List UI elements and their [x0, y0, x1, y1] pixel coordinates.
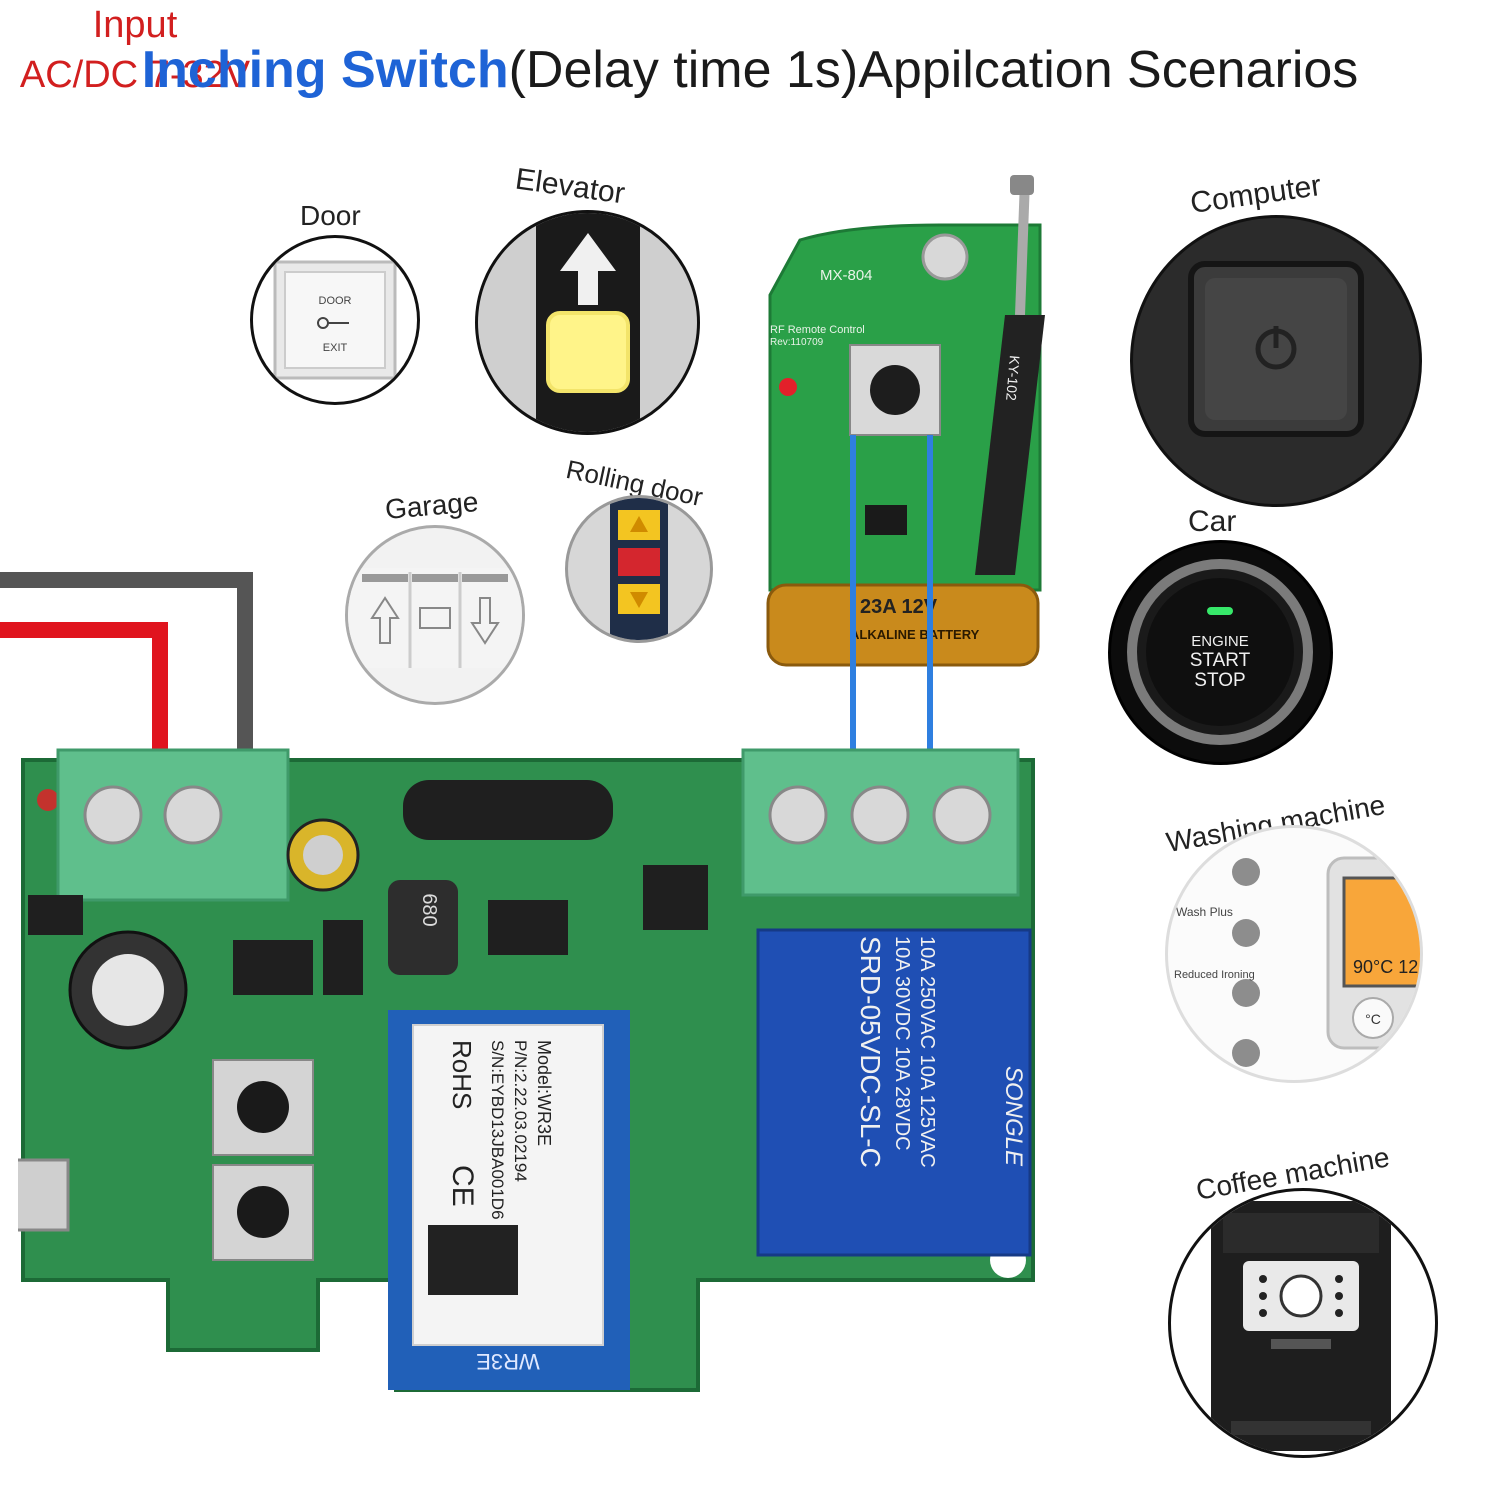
remote-line2-text: Rev:110709 [770, 337, 824, 348]
scenario-computer-image [1130, 215, 1422, 507]
washer-option1: Wash Plus [1176, 905, 1233, 919]
door-button-bottom-text: EXIT [323, 342, 348, 354]
relay [756, 928, 1032, 1257]
input-wires [0, 572, 253, 770]
remote-antenna-text: KY-102 [1003, 355, 1023, 402]
engine-indicator [1207, 607, 1233, 615]
black-wire [0, 572, 253, 770]
remote-push-button [870, 365, 920, 415]
elevator-light-icon [546, 311, 630, 393]
input-label-line1: Input [92, 4, 178, 46]
scenario-car-image: ENGINE START STOP [1108, 540, 1333, 765]
input-screw-1 [83, 785, 143, 845]
module-rohs-text: RoHS [447, 1040, 477, 1109]
relay-line2-text: 10A 30VDC 10A 28VDC [891, 936, 913, 1151]
relay-line1-text: 10A 250VAC 10A 125VAC [916, 936, 938, 1168]
scenario-door-image: DOOR EXIT [250, 235, 420, 405]
page-title: Inching Switch(Delay time 1s)Appilcation… [0, 40, 1500, 100]
car-button-line2: START [1190, 650, 1251, 671]
scenario-rolling-door-image [565, 495, 713, 643]
scenario-car-label: Car [1188, 505, 1237, 538]
scenario-garage-label: Garage [383, 485, 480, 526]
remote-battery-sub-text: ALKALINE BATTERY [850, 627, 980, 642]
washer-option2: Reduced Ironing [1174, 969, 1255, 981]
relay-line3-text: SRD-05VDC-SL-C [855, 936, 886, 1168]
micro-usb-port[interactable] [18, 1158, 70, 1232]
input-label: Input AC/DC 7-32V [0, 0, 270, 100]
car-button-line3: STOP [1194, 670, 1245, 691]
pcb-button-1[interactable] [237, 1081, 289, 1133]
module-sn-text: S/N:EYBD13JBA001D6 [488, 1040, 507, 1220]
main-pcb: 680 Model:WR3E P/N:2.22.03.02194 S/N:EYB… [18, 748, 1035, 1392]
scenario-garage-image [345, 525, 525, 705]
remote-antenna [975, 315, 1045, 575]
remote-model-text: MX-804 [820, 267, 873, 284]
red-wire [0, 622, 168, 770]
rolling-stop-button [618, 548, 660, 576]
garage-up-icon [370, 596, 400, 644]
scenario-door-label: Door [300, 200, 361, 231]
washer-temp-button [1352, 997, 1394, 1039]
pcb-button-2[interactable] [237, 1186, 289, 1238]
washer-temp-text: °C [1365, 1011, 1381, 1027]
garage-stop-icon [419, 607, 451, 629]
input-screw-2 [163, 785, 223, 845]
title-accent: Inching Switch [141, 41, 509, 99]
module-qr-code [428, 1225, 518, 1295]
scenario-elevator-label: Elevator [513, 162, 627, 211]
module-ce-text: CE [446, 1165, 479, 1207]
washer-display-text: 90°C 12 [1353, 957, 1418, 977]
inductor-text: 680 [418, 893, 440, 926]
module-pn-text: P/N:2.22.03.02194 [511, 1040, 530, 1182]
relay-brand-text: SONGLE [1000, 1066, 1027, 1167]
coil-antenna [403, 780, 613, 840]
door-button-top-text: DOOR [319, 295, 352, 307]
garage-down-icon [470, 597, 500, 645]
title-rest: (Delay time 1s)Appilcation Scenarios [508, 41, 1359, 99]
scenario-elevator-image [475, 210, 700, 435]
rf-remote: MX-804 RF Remote Control Rev:110709 KY-1… [766, 175, 1045, 750]
output-screw-1 [768, 785, 828, 845]
output-screw-3 [932, 785, 992, 845]
up-arrow-icon [560, 233, 616, 305]
remote-battery [766, 583, 1040, 667]
module-name-text: WR3E [476, 1349, 540, 1374]
car-button-line1: ENGINE [1191, 633, 1249, 650]
scenario-coffee-machine-image [1168, 1188, 1438, 1458]
scenario-computer-label: Computer [1188, 168, 1324, 221]
remote-line1-text: RF Remote Control [770, 324, 865, 336]
output-screw-2 [850, 785, 910, 845]
module-model-text: Model:WR3E [534, 1040, 554, 1146]
scenario-washing-machine-image: Wash Plus Reduced Ironing 90°C 12 °C [1165, 825, 1423, 1083]
input-label-line2: AC/DC 7-32V [19, 54, 251, 96]
remote-battery-text: 23A 12V [860, 596, 938, 618]
